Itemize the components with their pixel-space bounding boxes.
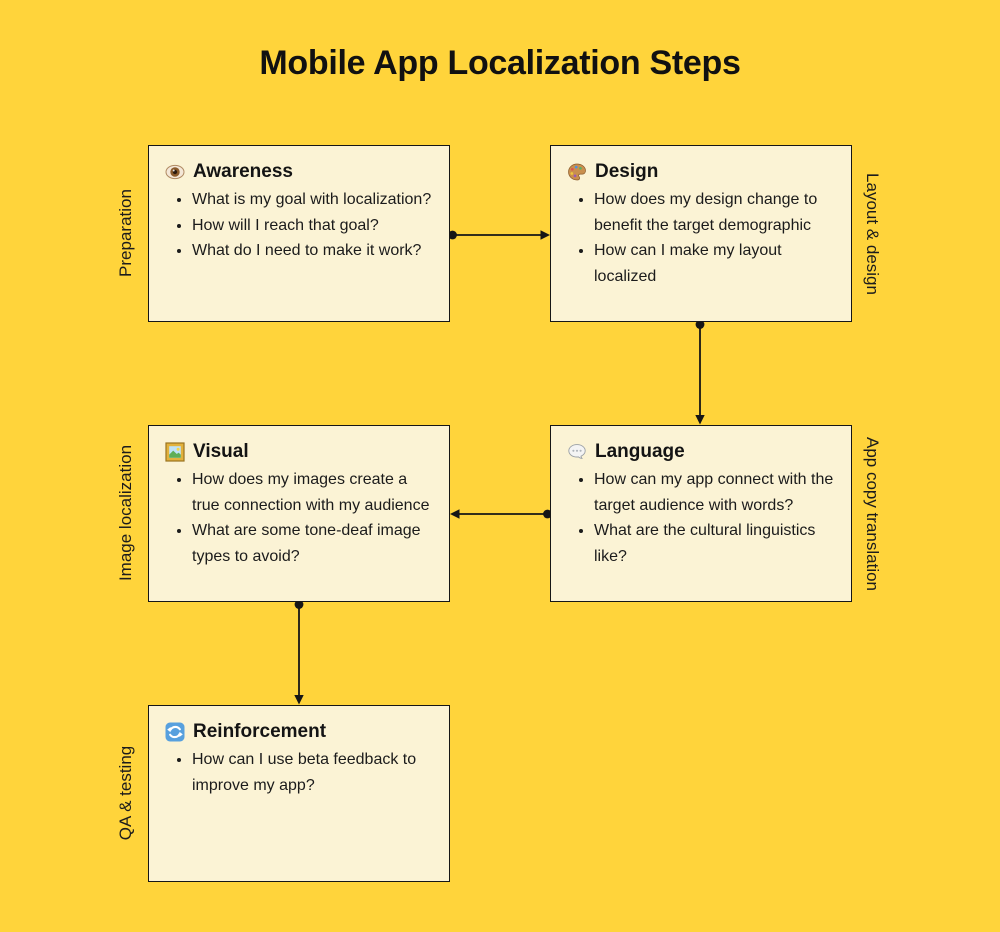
side-label-image-localization: Image localization <box>116 444 135 582</box>
palette-icon <box>567 162 587 182</box>
card-header: Design <box>567 160 839 184</box>
card-title: Awareness <box>193 161 293 182</box>
card-title: Reinforcement <box>193 721 327 742</box>
side-label-qa-testing: QA & testing <box>116 745 135 841</box>
bullet-list: How does my design change to benefit the… <box>565 187 839 289</box>
card-design: Design How does my design change to bene… <box>550 145 852 322</box>
bullet-item: How will I reach that goal? <box>192 213 437 239</box>
eye-icon <box>165 162 185 182</box>
side-label-preparation: Preparation <box>116 189 135 277</box>
arrowhead-down-icon <box>294 695 304 705</box>
card-visual: Visual How does my images create a true … <box>148 425 450 602</box>
card-header: Visual <box>165 440 437 464</box>
connector-design-language <box>695 320 705 425</box>
card-awareness: Awareness What is my goal with localizat… <box>148 145 450 322</box>
bullet-item: What are the cultural linguistics like? <box>594 518 839 569</box>
card-header: Awareness <box>165 160 437 184</box>
connector-awareness-design <box>448 230 550 240</box>
arrowhead-left-icon <box>450 509 460 519</box>
card-header: Reinforcement <box>165 720 437 744</box>
arrowhead-down-icon <box>695 415 705 425</box>
bullet-item: How does my images create a true connect… <box>192 467 437 518</box>
card-title: Language <box>595 441 685 462</box>
bullet-list: What is my goal with localization? How w… <box>163 187 437 264</box>
page-title: Mobile App Localization Steps <box>259 44 741 82</box>
bullet-list: How does my images create a true connect… <box>163 467 437 569</box>
bullet-list: How can my app connect with the target a… <box>565 467 839 569</box>
bullet-item: How can I make my layout localized <box>594 238 839 289</box>
card-header: Language <box>567 440 839 464</box>
card-title: Visual <box>193 441 249 462</box>
bullet-list: How can I use beta feedback to improve m… <box>163 747 437 798</box>
side-label-app-copy-translation: App copy translation <box>863 436 882 592</box>
counterclockwise-arrows-icon <box>165 722 185 742</box>
bullet-item: How does my design change to benefit the… <box>594 187 839 238</box>
speech-balloon-icon <box>567 442 587 462</box>
connector-visual-reinforcement <box>294 600 304 705</box>
card-title: Design <box>595 161 659 182</box>
card-reinforcement: Reinforcement How can I use beta feedbac… <box>148 705 450 882</box>
bullet-item: How can I use beta feedback to improve m… <box>192 747 437 798</box>
connector-language-visual <box>450 509 552 519</box>
framed-picture-icon <box>165 442 185 462</box>
card-language: Language How can my app connect with the… <box>550 425 852 602</box>
bullet-item: What is my goal with localization? <box>192 187 437 213</box>
side-label-layout-design: Layout & design <box>863 173 882 295</box>
bullet-item: What do I need to make it work? <box>192 238 437 264</box>
bullet-item: How can my app connect with the target a… <box>594 467 839 518</box>
bullet-item: What are some tone-deaf image types to a… <box>192 518 437 569</box>
arrowhead-right-icon <box>540 230 550 240</box>
